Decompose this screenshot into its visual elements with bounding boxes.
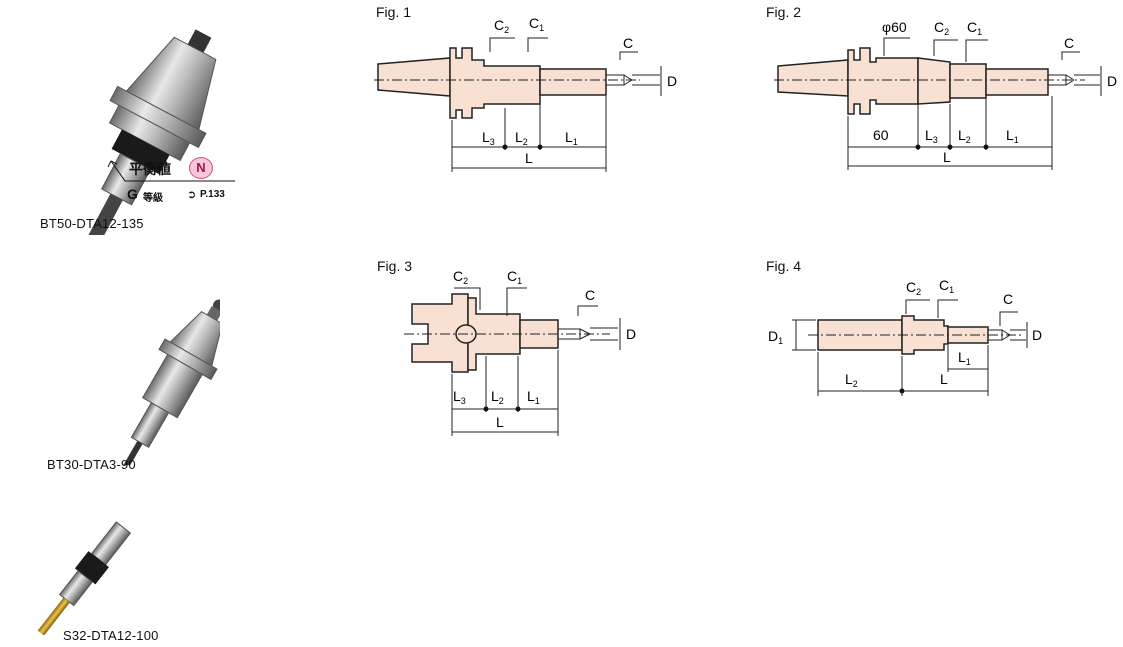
fig-1-label-c: C xyxy=(623,35,633,51)
fig-2-label-l1: L1 xyxy=(1006,127,1019,145)
fig-3-label-d: D xyxy=(626,326,636,342)
balance-pointer-line xyxy=(107,160,235,182)
fig-2-label-c2: C2 xyxy=(934,19,949,37)
photo-caption-2: BT30-DTA3-90 xyxy=(47,457,136,472)
fig-3-title: Fig. 3 xyxy=(377,258,413,274)
grade-label: 等級 xyxy=(143,193,163,204)
fig-1-diagram: C2 C1 C D L3 L2 L1 L xyxy=(374,15,677,172)
fig-2-body xyxy=(777,47,1049,115)
fig-2-diagram: φ60 C2 C1 C D 60 L3 L2 L1 L xyxy=(774,19,1117,170)
fig-2-label-c1: C1 xyxy=(967,19,982,37)
photo-s32-holder xyxy=(37,521,132,635)
fig-3-body xyxy=(411,293,559,373)
fig-3-label-c: C xyxy=(585,287,595,303)
fig-1-label-l3: L3 xyxy=(482,129,495,147)
photo-caption-3: S32-DTA12-100 xyxy=(63,628,159,643)
fig-4-label-c1: C1 xyxy=(939,277,954,295)
fig-4-label-d: D xyxy=(1032,327,1042,343)
balance-label: 平衡値 xyxy=(129,161,171,177)
fig-4-label-l1: L1 xyxy=(958,349,971,367)
page-ref: P.133 xyxy=(200,189,225,200)
grade-letter: G xyxy=(127,186,138,202)
photo-bt50-holder xyxy=(82,29,217,235)
fig-2-label-l3: L3 xyxy=(925,127,938,145)
fig-2-label-c: C xyxy=(1064,35,1074,51)
fig-1-label-c1: C1 xyxy=(529,15,544,33)
fig-1-label-l2: L2 xyxy=(515,129,528,147)
fig-3-diagram: C2 C1 C D L3 L2 L1 L xyxy=(404,268,636,436)
fig-2-label-l: L xyxy=(943,149,951,165)
fig-2-label-l2: L2 xyxy=(958,127,971,145)
fig-4-diagram: D1 C2 C1 C D L1 L2 L xyxy=(768,277,1042,396)
fig-2-title: Fig. 2 xyxy=(766,4,802,20)
fig-3-label-l2: L2 xyxy=(491,388,504,406)
fig-1-label-c2: C2 xyxy=(494,17,509,35)
fig-3-label-l3: L3 xyxy=(453,388,466,406)
fig-1-label-l: L xyxy=(525,150,533,166)
balance-note: 平衡値 N G 等級 ➲ P.133 xyxy=(105,155,240,205)
balance-badge: N xyxy=(189,157,213,179)
fig-1-body xyxy=(377,47,607,119)
fig-2-label-d: D xyxy=(1107,73,1117,89)
fig-3-label-c2: C2 xyxy=(453,268,468,286)
fig-4-label-c: C xyxy=(1003,291,1013,307)
fig-1-title: Fig. 1 xyxy=(376,4,412,20)
fig-2-label-phi60: φ60 xyxy=(882,19,907,35)
fig-4-title: Fig. 4 xyxy=(766,258,802,274)
fig-4-label-d1: D1 xyxy=(768,328,783,346)
page-ref-arrow-icon: ➲ xyxy=(187,189,197,201)
fig-3-label-l1: L1 xyxy=(527,388,540,406)
photo-caption-1: BT50-DTA12-135 xyxy=(40,216,144,231)
fig-4-label-c2: C2 xyxy=(906,279,921,297)
fig-4-label-l2: L2 xyxy=(845,371,858,389)
fig-2-label-60: 60 xyxy=(873,127,889,143)
photo-bt30-holder xyxy=(92,299,220,465)
fig-1-label-d: D xyxy=(667,73,677,89)
fig-3-label-c1: C1 xyxy=(507,268,522,286)
fig-1-label-l1: L1 xyxy=(565,129,578,147)
fig-3-label-l: L xyxy=(496,414,504,430)
fig-4-label-l: L xyxy=(940,371,948,387)
